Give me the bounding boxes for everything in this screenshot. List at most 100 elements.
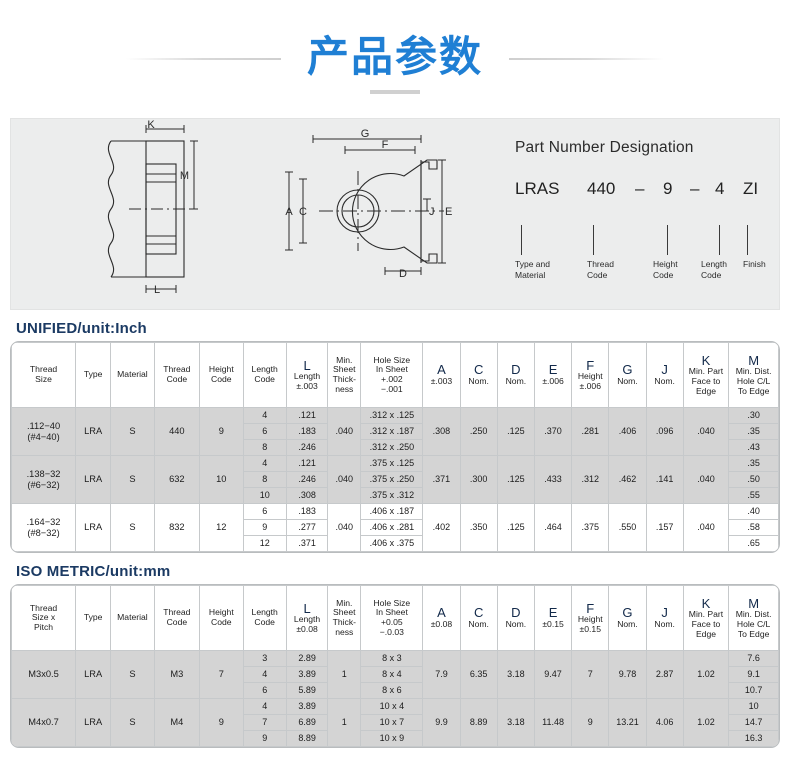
unified-cell-length: .121: [285, 407, 329, 424]
metric-header-dim-M-sub1: Min. Dist.: [735, 609, 772, 620]
unified-cell-type: LRA: [75, 503, 112, 552]
header-dim-G-sub: Nom.: [617, 376, 638, 386]
unified-cell-thread-code: 440: [153, 407, 201, 456]
unified-cell-dim-M: .30: [728, 407, 779, 424]
metric-header-dim-M-sub2: Hole C/L: [736, 619, 771, 629]
metric-header-dim-G-sub: Nom.: [617, 619, 638, 629]
metric-header-height-code-line1: Height: [208, 607, 234, 618]
pn-label-thread-line1: Thread: [587, 259, 614, 269]
pn-label-type-material-line1: Type and: [515, 259, 550, 269]
unified-table-wrapper: Thread Size Type Material Thread Code He…: [10, 341, 780, 553]
metric-header-thread-code-line2: Code: [166, 617, 188, 627]
unified-cell-hole-size: .406 x .187: [360, 503, 424, 520]
unified-cell-material: S: [110, 503, 155, 552]
metric-header-dim-K-letter: K: [701, 595, 711, 611]
metric-cell-dim-M: 10.7: [728, 682, 779, 699]
metric-cell-dim-A: 7.9: [422, 650, 461, 699]
header-dim-M-sub2: Hole C/L: [736, 376, 771, 386]
unified-cell-dim-M: .43: [728, 439, 779, 456]
dimension-label-J: J: [429, 206, 435, 218]
metric-cell-dim-F: 9: [571, 698, 610, 747]
unified-cell-dim-M: .55: [728, 487, 779, 504]
metric-header-length-code-line2: Code: [254, 617, 275, 627]
dimension-label-E: E: [445, 206, 452, 218]
unified-cell-length: .371: [285, 535, 329, 552]
metric-cell-material: S: [110, 650, 155, 699]
metric-header-dim-C-sub: Nom.: [468, 619, 489, 629]
metric-table-wrapper: Thread Size x Pitch Type Material Thread…: [10, 584, 780, 748]
metric-cell-min-sheet: 1: [327, 698, 362, 747]
dimension-label-A: A: [285, 206, 293, 218]
header-dim-F-letter: F: [586, 357, 595, 373]
metric-header-thread-size-line1: Thread: [29, 602, 58, 613]
metric-header-dim-C: C Nom.: [459, 585, 498, 651]
metric-header-dim-A-letter: A: [437, 605, 446, 621]
header-dim-D: D Nom.: [496, 342, 535, 408]
pn-label-height-code: Height Code: [653, 259, 678, 280]
dimension-label-G: G: [361, 128, 370, 140]
metric-header-length-code: Length Code: [242, 585, 287, 651]
metric-cell-height-code: 9: [199, 698, 244, 747]
metric-cell-dim-D: 3.18: [496, 650, 535, 699]
unified-cell-dim-G: .550: [608, 503, 647, 552]
header-dim-J-letter: J: [661, 362, 668, 378]
metric-header-dim-D-letter: D: [511, 605, 521, 621]
header-type: Type: [75, 342, 112, 408]
unified-cell-dim-C: .300: [459, 455, 498, 504]
metric-header-dim-F: F Height ±0.15: [571, 585, 610, 651]
unified-cell-dim-F: .375: [571, 503, 610, 552]
dimension-label-L: L: [154, 284, 160, 296]
header-dim-M-letter: M: [748, 352, 760, 368]
metric-header-hole-line1: Hole Size: [373, 597, 411, 608]
metric-cell-length-code: 3: [242, 650, 287, 667]
dimension-label-F: F: [382, 139, 389, 151]
header-dim-K-sub3: Edge: [695, 385, 717, 396]
header-underline: [370, 90, 420, 94]
unified-cell-dim-C: .350: [459, 503, 498, 552]
header-minsheet-line4: ness: [335, 383, 354, 394]
unified-cell-length-code: 6: [242, 503, 287, 520]
metric-cell-dim-D: 3.18: [496, 698, 535, 747]
metric-header-length-letter: L: [303, 600, 311, 616]
metric-cell-thread-size: M4x0.7: [11, 698, 77, 747]
header-length: L Length ±.003: [285, 342, 329, 408]
unified-cell-hole-size: .312 x .187: [360, 423, 424, 440]
table-row: 12.371.406 x .375.65: [12, 535, 779, 552]
header-minsheet-line2: Sheet: [333, 364, 356, 375]
metric-header-dim-E: E ±0.15: [533, 585, 573, 651]
header-rule-right: [509, 58, 664, 60]
header-length-letter: L: [303, 357, 311, 373]
header-height-code-line1: Height: [208, 364, 234, 375]
unified-cell-hole-size: .375 x .250: [360, 471, 424, 488]
unified-cell-length: .246: [285, 471, 329, 488]
header-dim-F-sub2: ±.006: [579, 380, 601, 391]
unified-cell-thread-code: 632: [153, 455, 201, 504]
metric-header-dim-F-sub1: Height: [577, 614, 603, 625]
metric-header-dim-M-sub3: To Edge: [737, 628, 770, 639]
unified-cell-dim-C: .250: [459, 407, 498, 456]
header-dim-A-letter: A: [437, 362, 446, 378]
unified-cell-dim-F: .312: [571, 455, 610, 504]
metric-header-row: Thread Size x Pitch Type Material Thread…: [11, 585, 779, 651]
metric-cell-dim-K: 1.02: [682, 698, 730, 747]
unified-cell-dim-A: .402: [422, 503, 461, 552]
header-dim-E: E ±.006: [533, 342, 573, 408]
unified-cell-dim-K: .040: [682, 407, 730, 456]
metric-header-dim-G: G Nom.: [608, 585, 647, 651]
metric-cell-length-code: 4: [242, 698, 287, 715]
header-dim-E-letter: E: [548, 362, 558, 378]
header-dim-M: M Min. Dist. Hole C/L To Edge: [728, 342, 779, 408]
metric-header-dim-G-letter: G: [622, 605, 633, 621]
unified-thread-size-line2: (#6−32): [27, 479, 60, 490]
metric-cell-dim-M: 9.1: [728, 666, 779, 683]
metric-header-length-tolerance: ±0.08: [296, 623, 318, 634]
metric-header-height-code: Height Code: [199, 585, 244, 651]
header-length-line1: Length: [293, 371, 321, 382]
dimension-label-K: K: [147, 119, 155, 131]
metric-header-length-code-line1: Length: [251, 607, 278, 618]
unified-thread-size-line1: .112−40: [26, 421, 61, 432]
unified-cell-length-code: 9: [242, 519, 287, 536]
metric-cell-dim-M: 16.3: [728, 730, 779, 747]
unified-cell-hole-size: .312 x .125: [360, 407, 424, 424]
